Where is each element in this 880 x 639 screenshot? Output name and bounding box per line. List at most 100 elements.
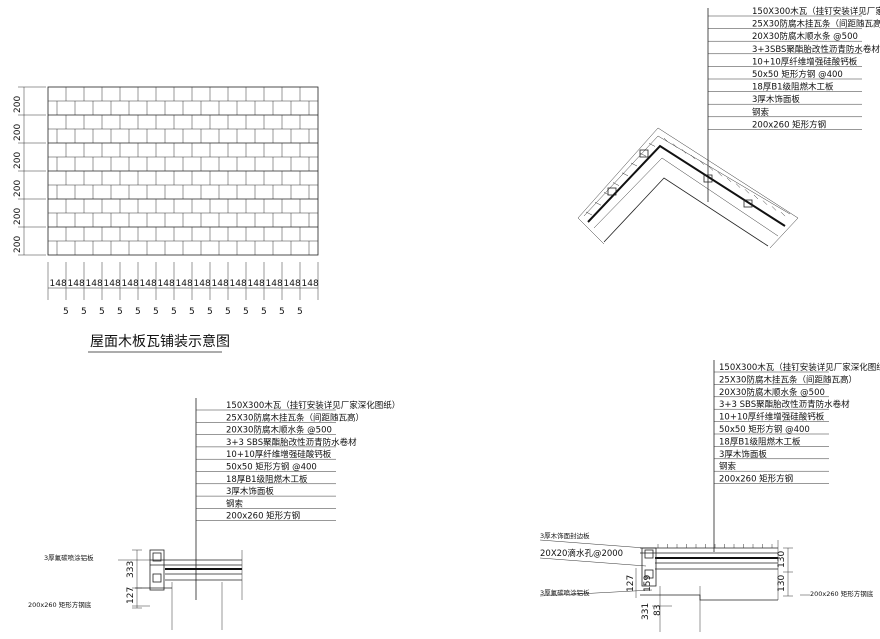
ridge-tile-tick (771, 206, 777, 211)
callout-label: 20X30防腐木顺水条 @500 (719, 387, 825, 398)
ridge-steel-sections (607, 149, 753, 208)
callout-label: 20X30防腐木顺水条 @500 (226, 425, 332, 436)
row-dim-label: 200 (13, 124, 23, 141)
col-dim-label: 148 (158, 279, 175, 289)
gap-dim-label: 5 (81, 307, 87, 317)
gap-dim-label: 5 (63, 307, 69, 317)
row-dim-label: 200 (13, 96, 23, 113)
right-side-label-3: 3厚氟碳喷涂铝板 (540, 588, 590, 597)
right-dim-127: 127 (626, 575, 636, 592)
callout-label: 50x50 矩形方钢 @400 (752, 69, 843, 80)
row-dim-label: 200 (13, 208, 23, 225)
row-dim-label: 200 (13, 152, 23, 169)
col-dim-label: 148 (284, 279, 301, 289)
left-side-label-1: 3厚氟碳喷涂铝板 (44, 553, 94, 562)
col-dim-label: 148 (122, 279, 139, 289)
callout-label: 钢索 (719, 461, 736, 472)
col-dim-label: 148 (50, 279, 67, 289)
ridge-tile-tick (630, 162, 638, 167)
row-dim-label: 200 (13, 236, 23, 253)
gap-dim-label: 5 (261, 307, 267, 317)
ridge-outer-layer (577, 127, 799, 219)
callout-label: 18厚B1级阻燃木工板 (719, 436, 801, 447)
right-side-leader-3 (539, 589, 653, 597)
right-dim-130b: 130 (777, 551, 787, 568)
col-dim-label: 148 (104, 279, 121, 289)
right-dimensions: 127 159 331 83 130 130 (626, 547, 793, 620)
left-roof-section (135, 549, 243, 630)
ridge-tile-tick (762, 200, 768, 205)
callout-label: 150X300木瓦（挂钉安装详见厂家深化图纸） (752, 6, 880, 17)
col-dim-label: 148 (176, 279, 193, 289)
ridge-tile-tick (690, 154, 696, 160)
right-side-label-4: 200x260 矩形方钢底 (810, 589, 874, 598)
callout-label: 200x260 矩形方钢 (719, 474, 793, 485)
ridge-tile-tick (753, 194, 759, 200)
col-dim-label: 148 (86, 279, 103, 289)
callout-label: 3厚木饰面板 (752, 94, 800, 105)
callout-label: 150X300木瓦（挂钉安装详见厂家深化图纸） (226, 400, 400, 411)
ridge-tile-tick (726, 177, 732, 183)
ridge-detail: 150X300木瓦（挂钉安装详见厂家深化图纸） 25X30防腐木挂瓦条（间距随瓦高… (577, 6, 880, 249)
right-roof-section (640, 540, 779, 632)
ridge-tile-tick (672, 143, 678, 148)
callout-label: 3+3 SBS聚酯胎改性沥青防水卷材 (226, 437, 357, 448)
right-side-label-1: 3厚木饰面封边板 (540, 531, 590, 540)
gap-dim-label: 5 (153, 307, 159, 317)
ridge-tile-tick (639, 152, 647, 157)
tile-grid-lines (48, 87, 318, 255)
col-dim-label: 148 (266, 279, 283, 289)
edge-detail-left: 150X300木瓦（挂钉安装详见厂家深化图纸）25X30防腐木挂瓦条（间距随瓦高… (28, 398, 400, 630)
ridge-tile-tick (663, 137, 669, 143)
right-side-label-2: 20X20滴水孔@2000 (540, 548, 623, 559)
ridge-tile-tick (708, 166, 714, 171)
callout-label: 25X30防腐木挂瓦条（间距随瓦高） (226, 412, 364, 423)
callout-label: 200x260 矩形方钢 (226, 511, 300, 522)
right-tile-ticks (657, 544, 773, 548)
callout-label: 3+3 SBS聚酯胎改性沥青防水卷材 (719, 399, 850, 410)
edge-detail-right: 150X300木瓦（挂钉安装详见厂家深化图纸）25X30防腐木挂瓦条（间距随瓦高… (539, 360, 880, 632)
right-dim-130a: 130 (777, 575, 787, 592)
ridge-tile-tick (735, 183, 741, 188)
gap-dim-label: 5 (99, 307, 105, 317)
right-side-leader-2 (539, 557, 647, 567)
callout-label: 50x50 矩形方钢 @400 (226, 462, 317, 473)
right-callouts: 150X300木瓦（挂钉安装详见厂家深化图纸）25X30防腐木挂瓦条（间距随瓦高… (714, 362, 880, 485)
ridge-tile-tick (648, 143, 656, 147)
grid-diagram-title: 屋面木板瓦铺装示意图 (90, 333, 230, 350)
ridge-tile-tick (681, 149, 687, 154)
left-callouts: 150X300木瓦（挂钉安装详见厂家深化图纸）25X30防腐木挂瓦条（间距随瓦高… (196, 400, 400, 522)
right-dim-331: 331 (641, 603, 651, 620)
gap-dim-label: 5 (297, 307, 303, 317)
ridge-tile-tick (780, 211, 786, 217)
callout-label: 钢索 (226, 498, 243, 509)
left-dimension: 333 127 (126, 549, 142, 609)
right-side-leader-1 (539, 539, 646, 549)
gap-dim-label: 5 (189, 307, 195, 317)
ridge-end-right (769, 217, 799, 249)
col-dim-label: 148 (194, 279, 211, 289)
ridge-tile-tick (717, 172, 723, 177)
gap-dim-label: 5 (171, 307, 177, 317)
callout-label: 3厚木饰面板 (226, 486, 274, 497)
left-side-label-2: 200x260 矩形方钢底 (28, 600, 92, 609)
right-dim-159: 159 (643, 575, 653, 592)
ridge-steel-inner (603, 177, 769, 247)
col-dim-label: 148 (230, 279, 247, 289)
ridge-end-left (577, 217, 605, 245)
callout-label: 10+10厚纤维增强硅酸钙板 (719, 412, 825, 423)
gap-dim-label: 5 (117, 307, 123, 317)
col-dim-label: 148 (248, 279, 265, 289)
ridge-tile-layer (583, 135, 791, 217)
col-dim-label: 148 (140, 279, 157, 289)
ridge-tile-tick (594, 201, 602, 206)
callout-label: 25X30防腐木挂瓦条（间距随瓦高） (752, 19, 880, 30)
callout-label: 3厚木饰面板 (719, 449, 767, 460)
ridge-tile-tick (621, 172, 629, 177)
gap-dim-label: 5 (225, 307, 231, 317)
callout-label: 钢索 (752, 107, 769, 118)
